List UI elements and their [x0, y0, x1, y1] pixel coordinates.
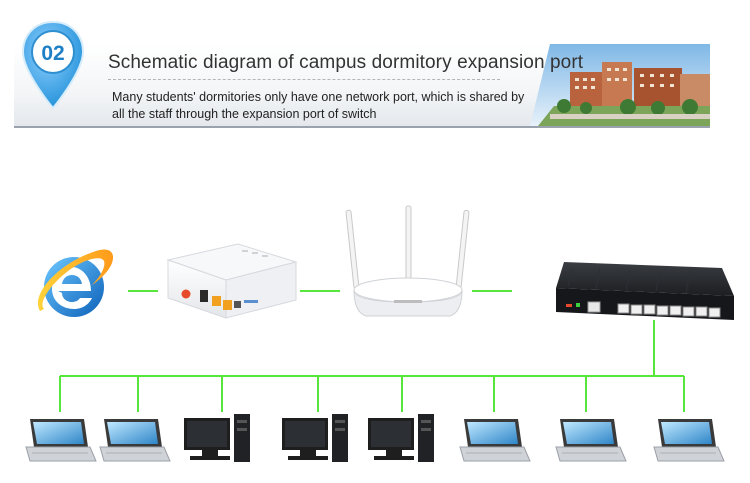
- optical-modem-icon: [166, 243, 298, 319]
- laptop-icon: [555, 419, 627, 462]
- laptop-icon: [653, 419, 725, 462]
- subtitle-line-1: Many students' dormitories only have one…: [112, 90, 525, 104]
- desktop-computer-icon: [368, 414, 434, 462]
- campus-buildings-image: [530, 44, 710, 126]
- badge-number: 02: [41, 42, 64, 65]
- diagram-subtitle: Many students' dormitories only have one…: [112, 89, 532, 123]
- desktop-computer-icon: [184, 414, 250, 462]
- laptop-icon: [99, 419, 171, 462]
- desktop-computer-icon: [282, 414, 348, 462]
- diagram-title: Schematic diagram of campus dormitory ex…: [108, 52, 584, 73]
- wireless-router-icon: [345, 205, 470, 317]
- laptop-icon: [25, 419, 97, 462]
- network-switch-icon: [556, 262, 734, 320]
- number-badge-icon: 02: [21, 20, 85, 110]
- laptop-icon: [459, 419, 531, 462]
- internet-explorer-icon: [37, 249, 114, 317]
- subtitle-line-2: all the staff through the expansion port…: [112, 107, 377, 121]
- title-divider: [108, 79, 500, 80]
- network-links: [59, 290, 685, 412]
